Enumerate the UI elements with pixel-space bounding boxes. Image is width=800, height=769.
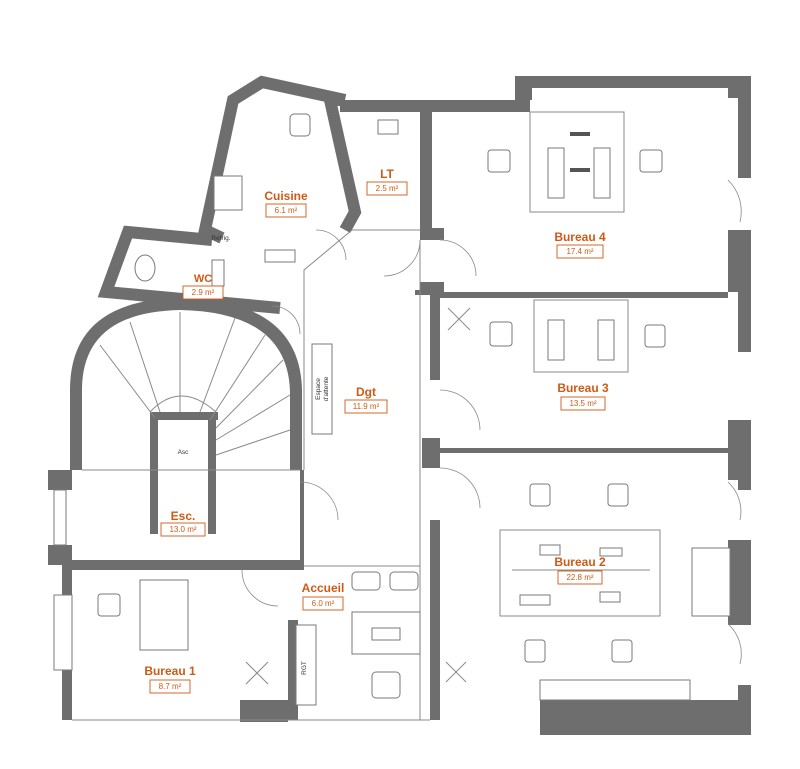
- room-area-dgt: 11.9 m²: [353, 402, 380, 411]
- room-name-cuisine: Cuisine: [264, 189, 308, 203]
- room-area-bureau3: 13.5 m²: [569, 399, 596, 408]
- room-bureau1: Bureau 1 8.7 m²: [144, 664, 196, 694]
- door-swings: [241, 179, 742, 665]
- room-accueil: Accueil 6.0 m²: [302, 581, 345, 611]
- walls: [48, 75, 751, 735]
- room-area-bureau4: 17.4 m²: [566, 247, 593, 256]
- room-area-wc: 2.9 m²: [192, 288, 215, 297]
- room-name-bureau2: Bureau 2: [554, 555, 606, 569]
- label-espace-line1: Espace: [315, 378, 322, 400]
- room-bureau3: Bureau 3 13.5 m²: [557, 381, 609, 411]
- room-name-bureau4: Bureau 4: [554, 230, 606, 244]
- room-name-dgt: Dgt: [356, 385, 376, 399]
- room-lt: LT 2.5 m²: [366, 167, 408, 196]
- room-area-esc: 13.0 m²: [169, 525, 196, 534]
- room-bureau2: Bureau 2 22.8 m²: [554, 555, 606, 585]
- furniture: [53, 113, 731, 706]
- inner-lines: [72, 111, 661, 721]
- room-area-accueil: 6.0 m²: [312, 599, 335, 608]
- room-wc: WC 2.9 m²: [182, 273, 224, 300]
- room-area-lt: 2.5 m²: [376, 184, 399, 193]
- room-name-bureau3: Bureau 3: [557, 381, 609, 395]
- label-espace-attente: Espace d'attente: [315, 376, 330, 401]
- label-espace-line2: d'attente: [323, 376, 330, 401]
- room-area-bureau1: 8.7 m²: [159, 682, 182, 691]
- room-area-cuisine: 6.1 m²: [275, 206, 298, 215]
- room-dgt: Dgt 11.9 m²: [344, 385, 388, 414]
- room-name-lt: LT: [380, 167, 394, 181]
- room-area-bureau2: 22.8 m²: [566, 573, 593, 582]
- room-name-esc: Esc.: [171, 509, 196, 523]
- label-asc: Asc: [178, 449, 190, 456]
- label-refrig: Réfrig.: [211, 235, 230, 242]
- label-rgt: RGT: [301, 661, 308, 675]
- stair-treads: [99, 312, 291, 456]
- room-name-wc: WC: [194, 273, 212, 285]
- room-name-accueil: Accueil: [302, 581, 345, 595]
- room-bureau4: Bureau 4 17.4 m²: [554, 230, 606, 259]
- room-name-bureau1: Bureau 1: [144, 664, 196, 678]
- room-esc: Esc. 13.0 m²: [160, 509, 206, 537]
- room-cuisine: Cuisine 6.1 m²: [264, 189, 308, 218]
- column-markers: [245, 307, 471, 685]
